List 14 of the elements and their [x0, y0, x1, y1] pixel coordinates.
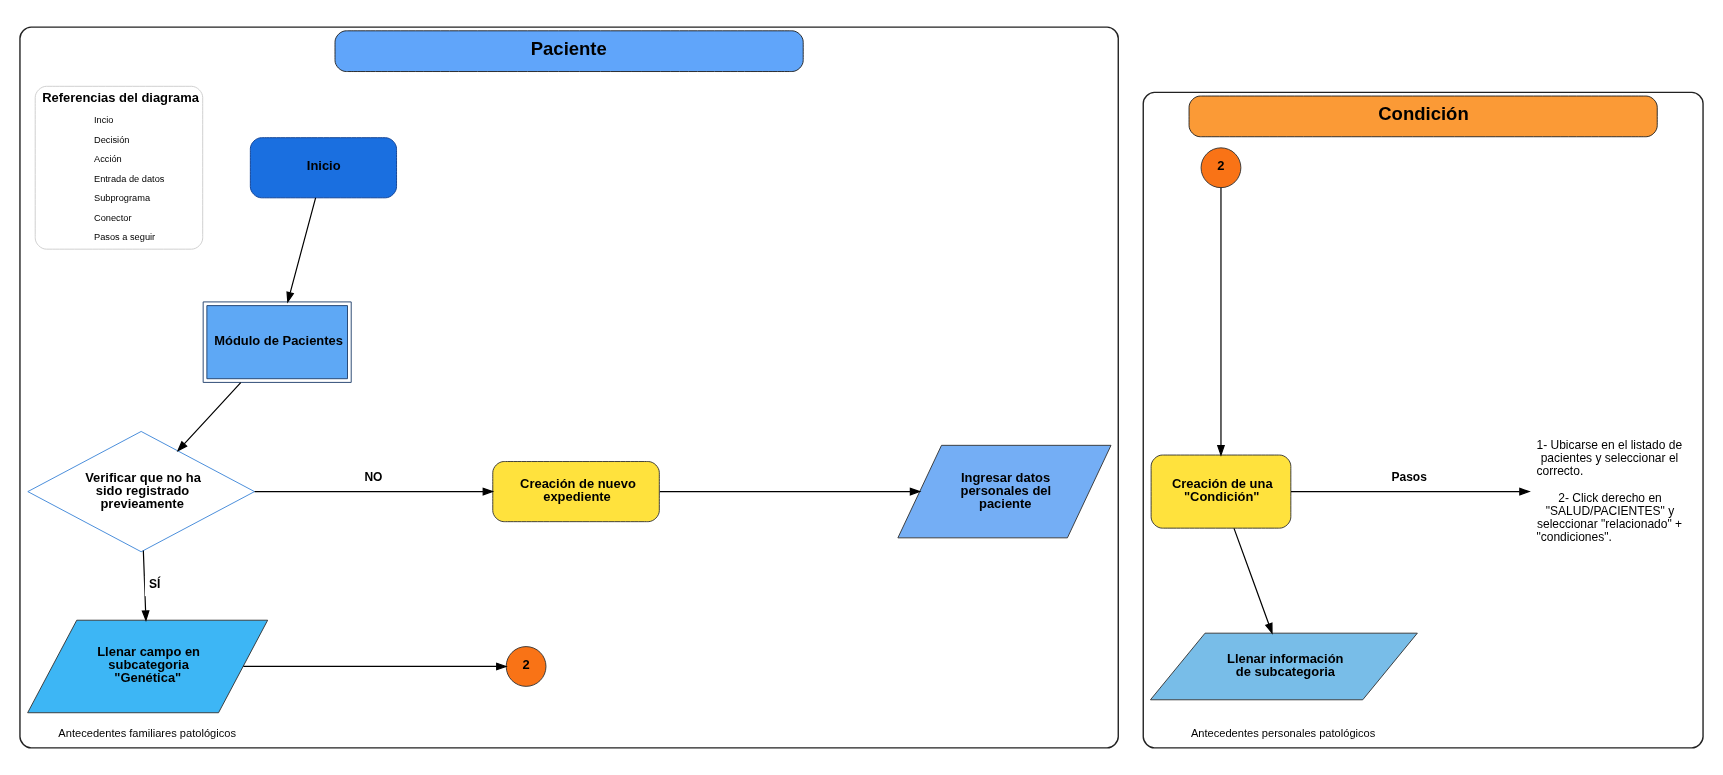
edge-label: SÍ: [149, 577, 161, 592]
node-label: Antecedentes personales patológicos: [1190, 727, 1376, 740]
legend-label: Subprograma: [93, 193, 151, 204]
edge-label: Pasos: [1391, 469, 1427, 484]
node-text: 1- Ubicarse en el listado de pacientes y seleccionar el correcto. 2- Click derecho en "SALUD/PACIENTES" y seleccionar "relacionado" + "condiciones".: [1536, 437, 1683, 544]
legend-label: Decisión: [93, 134, 130, 145]
legend-label: Incio: [93, 115, 114, 126]
label: Referencias del diagrama: [42, 90, 199, 106]
legend-label: Acción: [93, 154, 122, 165]
legend-label: Pasos a seguir: [93, 231, 156, 242]
legend-label: Conector: [93, 212, 132, 223]
legend-label: Entrada de datos: [93, 173, 165, 184]
edge-label: NO: [364, 469, 383, 484]
node-label: Antecedentes familiares patológicos: [58, 727, 236, 740]
